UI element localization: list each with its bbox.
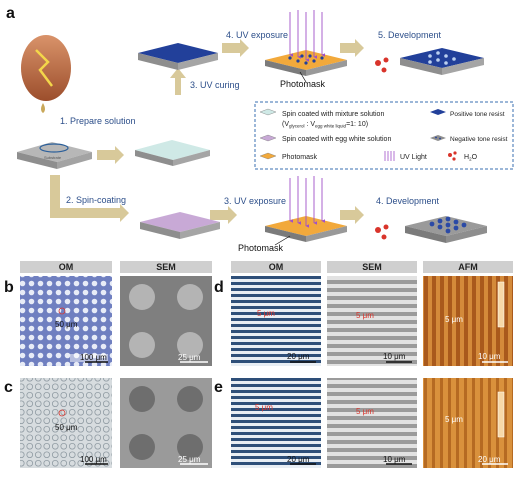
- panel-label-b: b: [4, 279, 14, 296]
- panel-d-sem-image: 5 μm 10 μm: [327, 276, 417, 366]
- panel-e-om-image: 5 μm 20 μm: [231, 378, 321, 468]
- panel-b-om-image: 50 μm 100 μm: [20, 276, 112, 366]
- d-om-feature: 5 μm: [257, 309, 275, 318]
- e-afm-scalebar: 20 μm: [478, 455, 501, 464]
- panel-label-d: d: [214, 279, 224, 296]
- egg-illustration: [21, 35, 71, 113]
- header-sem-left: SEM: [156, 262, 176, 272]
- panel-e-afm-image: 5 μm 20 μm: [423, 378, 513, 468]
- step-spin-coating: 2. Spin-coating: [66, 195, 126, 205]
- d-afm-feature: 5 μm: [445, 315, 463, 324]
- panel-label-a: a: [6, 5, 15, 22]
- column-headers: OM SEM OM SEM AFM: [20, 261, 513, 273]
- e-om-scalebar: 20 μm: [287, 455, 310, 464]
- legend-water-icon: [448, 151, 457, 161]
- e-om-feature: 5 μm: [255, 403, 273, 412]
- flow-arrows: [50, 39, 364, 224]
- c-om-feature: 50 μm: [55, 423, 78, 432]
- legend-water: H2O: [464, 154, 478, 162]
- legend-egg-white: Spin coated with egg white solution: [282, 136, 391, 143]
- d-afm-scalebar: 10 μm: [478, 352, 501, 361]
- d-sem-scalebar: 10 μm: [383, 352, 406, 361]
- mint-coated-block: [135, 140, 210, 166]
- d-om-scalebar: 20 μm: [287, 352, 310, 361]
- photomask-pointer-top: [299, 71, 307, 83]
- panel-label-e: e: [214, 379, 223, 396]
- legend-photomask: Photomask: [282, 154, 318, 161]
- e-afm-feature: 5 μm: [445, 415, 463, 424]
- photomask-label-bottom: Photomask: [238, 243, 284, 253]
- developed-negative-block: [405, 216, 487, 243]
- legend-mixture-ratio: (Vglycerol : Vegg white liquid=1: 10): [282, 121, 368, 129]
- b-sem-scalebar: 25 μm: [178, 353, 201, 362]
- d-sem-feature: 5 μm: [356, 311, 374, 320]
- step-uv-exposure-top: 4. UV exposure: [226, 30, 288, 40]
- b-om-scalebar: 100 μm: [80, 353, 107, 362]
- photomask-label-top: Photomask: [280, 79, 326, 89]
- lilac-coated-block: [140, 212, 220, 239]
- legend-uv-light: UV Light: [400, 154, 427, 161]
- panel-label-c: c: [4, 379, 13, 396]
- header-sem-right: SEM: [362, 262, 382, 272]
- e-afm-colorbar: [497, 391, 505, 438]
- droplet-icon: [41, 103, 45, 113]
- substrate-text: Substrate: [44, 155, 62, 160]
- panel-d-om-image: 5 μm 20 μm: [231, 276, 321, 366]
- rotation-icon: [39, 143, 69, 153]
- blue-resist-block: [138, 43, 218, 70]
- photomask-pointer-bottom: [274, 235, 291, 246]
- d-afm-colorbar: [497, 281, 505, 328]
- photomask-block-top: [265, 10, 347, 76]
- header-afm: AFM: [458, 262, 478, 272]
- panel-c-sem-image: 25 μm: [120, 378, 212, 468]
- legend-uv-icon: [384, 151, 395, 161]
- legend-box: Spin coated with mixture solution (Vglyc…: [254, 101, 514, 170]
- developed-positive-block: [400, 48, 484, 75]
- step-development-top: 5. Development: [378, 30, 442, 40]
- step-development-bottom: 4. Development: [376, 196, 440, 206]
- c-om-scalebar: 100 μm: [80, 455, 107, 464]
- legend-negative: Negative tone resist: [450, 136, 508, 143]
- water-molecule-icons: [375, 57, 389, 240]
- b-om-feature: 50 μm: [55, 320, 78, 329]
- photomask-block-bottom: [265, 176, 347, 242]
- legend-mixture: Spin coated with mixture solution: [282, 111, 384, 118]
- legend-positive: Positive tone resist: [450, 111, 505, 118]
- e-sem-feature: 5 μm: [356, 407, 374, 416]
- step-uv-curing: 3. UV curing: [190, 80, 240, 90]
- e-sem-scalebar: 10 μm: [383, 455, 406, 464]
- panel-b-sem-image: 25 μm: [120, 276, 212, 366]
- step-uv-exposure-bottom: 3. UV exposure: [224, 196, 286, 206]
- panel-c-om-image: 50 μm 100 μm: [20, 378, 112, 468]
- header-om-left: OM: [59, 262, 74, 272]
- step-prepare: 1. Prepare solution: [60, 116, 136, 126]
- panel-e-sem-image: 5 μm 10 μm: [327, 378, 417, 468]
- c-sem-scalebar: 25 μm: [178, 455, 201, 464]
- header-om-right: OM: [269, 262, 284, 272]
- panel-d-afm-image: 5 μm 10 μm: [423, 276, 513, 366]
- substrate-base: Substrate: [17, 142, 92, 169]
